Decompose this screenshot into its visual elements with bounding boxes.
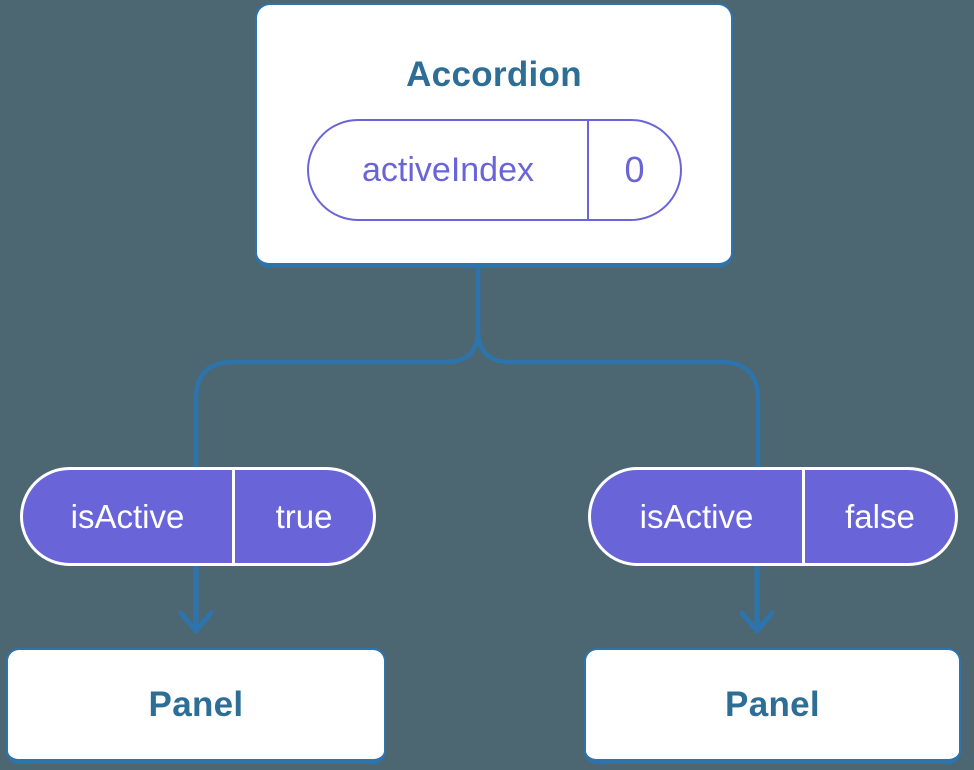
prop-name-label: isActive: [591, 470, 805, 563]
state-name-label: activeIndex: [309, 121, 589, 219]
state-value-label: 0: [624, 149, 645, 190]
panel-component-card: Panel: [584, 648, 961, 764]
state-pill: activeIndex 0: [307, 119, 682, 221]
arrow-down-icon: [178, 559, 214, 634]
prop-value-label: true: [275, 497, 333, 535]
prop-pill-isactive-true: isActive true: [20, 467, 376, 566]
accordion-component-card: Accordion activeIndex 0: [255, 3, 733, 268]
panel-component-card: Panel: [6, 648, 386, 764]
component-title: Accordion: [406, 55, 582, 94]
connector-right-branch: [475, 260, 761, 470]
prop-name-label: isActive: [23, 470, 235, 563]
connector-left-branch: [193, 260, 481, 470]
prop-value-label: false: [845, 497, 915, 535]
arrow-down-icon: [739, 559, 775, 634]
prop-pill-isactive-false: isActive false: [588, 467, 958, 566]
